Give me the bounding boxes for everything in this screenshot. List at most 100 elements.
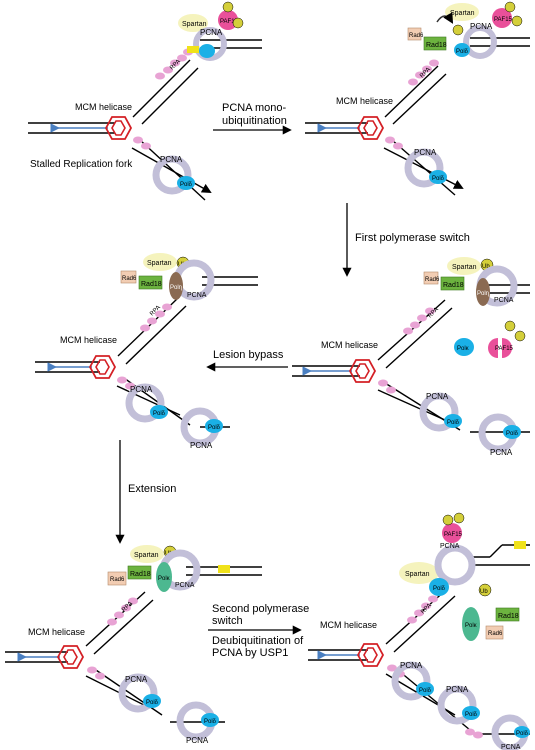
step-mono-ubiquitination: PCNA mono- ubiquitination — [213, 102, 292, 135]
mcm-helicase — [348, 359, 377, 383]
mcm-helicase-label: MCM helicase — [60, 335, 117, 345]
mcm-helicase — [356, 116, 385, 140]
ub-marker — [232, 17, 244, 29]
step-lesion-bypass: Lesion bypass — [206, 349, 288, 372]
pcna-label: PCNA — [494, 297, 514, 304]
pol-delta-label: Polδ — [146, 700, 159, 706]
spartan-label: Spartan — [452, 264, 477, 271]
rpa-chain — [87, 597, 138, 680]
rad6-label: Rad6 — [110, 577, 125, 583]
pol-delta-label: Polδ — [465, 712, 478, 718]
step-first-switch: First polymerase switch — [342, 203, 470, 277]
step-extension-label: Extension — [128, 483, 176, 495]
step-second-switch-line1: Second polymerase — [212, 603, 309, 615]
spartan-label: Spartan — [405, 571, 430, 578]
mcm-helicase-label: MCM helicase — [336, 96, 393, 106]
pcna-label: PCNA — [414, 148, 437, 157]
spartan — [447, 257, 481, 275]
pcna-ring — [419, 392, 459, 432]
paf15 — [502, 338, 512, 358]
rpa-chain — [133, 48, 193, 150]
rad6-label: Rad6 — [488, 631, 503, 637]
pol-delta-label: Polδ — [456, 49, 469, 55]
step-mono-ub-line1: PCNA mono- — [222, 102, 287, 114]
paf15 — [488, 338, 498, 358]
pol-delta — [444, 414, 462, 428]
pcna-label: PCNA — [186, 736, 209, 745]
mcm-helicase-label: MCM helicase — [320, 620, 377, 630]
pol-kappa-label: Polκ — [465, 623, 478, 629]
pol-delta — [462, 706, 480, 720]
pcna-label: PCNA — [440, 543, 460, 550]
pcna-label: PCNA — [426, 392, 449, 401]
step-second-switch: Second polymerase switch Deubiquitinatio… — [208, 603, 309, 659]
paf15 — [442, 523, 462, 543]
step-second-switch-line2: switch — [212, 615, 243, 627]
rad6-label: Rad6 — [409, 33, 424, 39]
pol-delta — [514, 726, 530, 738]
pcna-label: PCNA — [200, 28, 223, 37]
pcna-label: PCNA — [501, 744, 521, 750]
pol-delta-label: Polδ — [516, 731, 529, 737]
pcna-ring — [118, 673, 158, 713]
pol-delta — [143, 694, 161, 708]
ub-marker — [504, 1, 516, 13]
mcm-helicase — [104, 116, 133, 140]
mcm-helicase-label: MCM helicase — [321, 340, 378, 350]
mcm-helicase-label: MCM helicase — [28, 627, 85, 637]
pcna-ring — [434, 544, 476, 586]
pol-kappa-label: Polκ — [457, 346, 470, 352]
lesion — [218, 565, 230, 573]
pol-delta-label: Polδ — [432, 176, 445, 182]
spartan-label: Spartan — [182, 21, 207, 28]
rad18-label: Rad18 — [443, 282, 464, 289]
rad18 — [127, 565, 152, 580]
panel-mono-ubiquitinated: MCM helicase RPA Rad6 Rad18 Spartan PCNA… — [305, 1, 530, 196]
step-mono-ub-line2: ubiquitination — [222, 115, 287, 127]
rad18-label: Rad18 — [141, 281, 162, 288]
paf15-label: PAF15 — [444, 532, 463, 538]
mcm-helicase — [356, 643, 385, 667]
rpa-chain — [387, 595, 483, 739]
pcna-label: PCNA — [400, 661, 423, 670]
paf15-label: PAF15 — [220, 19, 239, 25]
pol-delta — [201, 713, 219, 727]
pcna-label: PCNA — [175, 582, 195, 589]
mcm-helicase-label: MCM helicase — [75, 102, 132, 112]
panel-extension: MCM helicase RPA Rad6 Rad18 Spartan Ub P… — [5, 545, 262, 745]
pol-eta — [476, 278, 490, 306]
rad6 — [120, 270, 137, 284]
pcna-label: PCNA — [490, 448, 513, 457]
ub-marker — [222, 1, 234, 13]
pcna-label: PCNA — [130, 385, 153, 394]
rad6 — [423, 271, 439, 285]
pcna-ring — [463, 25, 497, 59]
step-first-switch-label: First polymerase switch — [355, 232, 470, 244]
panel-stalled-fork: MCM helicase Stalled Replication fork RP… — [28, 1, 262, 201]
paf15-label: PAF15 — [495, 346, 514, 352]
pol-eta-label: Polη — [170, 285, 182, 291]
panel-second-switch: MCM helicase RPA Spartan PCNA PAF15 Polδ… — [308, 512, 530, 750]
rad18 — [138, 275, 163, 290]
pol-delta — [454, 43, 470, 57]
pcna-ring — [152, 155, 192, 195]
rad18 — [495, 607, 520, 622]
ub-marker — [453, 512, 465, 524]
step-lesion-bypass-label: Lesion bypass — [213, 349, 284, 361]
pol-delta — [199, 44, 215, 58]
step-extension: Extension — [115, 440, 176, 544]
step-deub-line2: PCNA by USP1 — [212, 647, 288, 659]
rpa-chain — [378, 307, 435, 394]
ub-marker — [452, 24, 464, 36]
pol-delta — [205, 419, 223, 433]
rad6 — [407, 27, 422, 41]
rad6 — [485, 625, 504, 640]
paf15 — [492, 8, 512, 28]
pcna-ring — [391, 661, 431, 701]
pol-delta-label: Polδ — [447, 420, 460, 426]
pol-delta — [503, 425, 521, 439]
pol-kappa — [156, 562, 172, 592]
rpa-chain — [385, 59, 439, 150]
ub-marker — [504, 320, 516, 332]
